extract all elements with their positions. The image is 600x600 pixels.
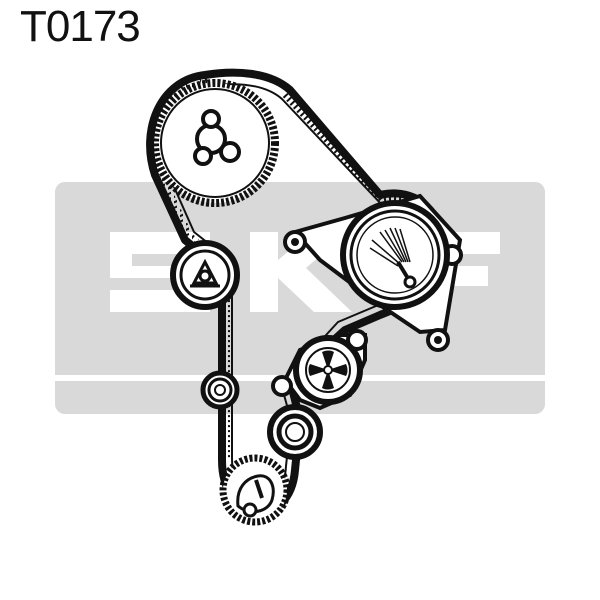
idler-pulley (170, 240, 240, 310)
crankshaft-sprocket (219, 454, 291, 526)
small-idler-pulley (200, 370, 240, 410)
tensioner-pulley (283, 193, 463, 352)
lower-idler-pulley (267, 404, 323, 460)
camshaft-sprocket (151, 79, 279, 207)
part-number-title: T0173 (20, 2, 141, 51)
water-pump (271, 329, 368, 411)
